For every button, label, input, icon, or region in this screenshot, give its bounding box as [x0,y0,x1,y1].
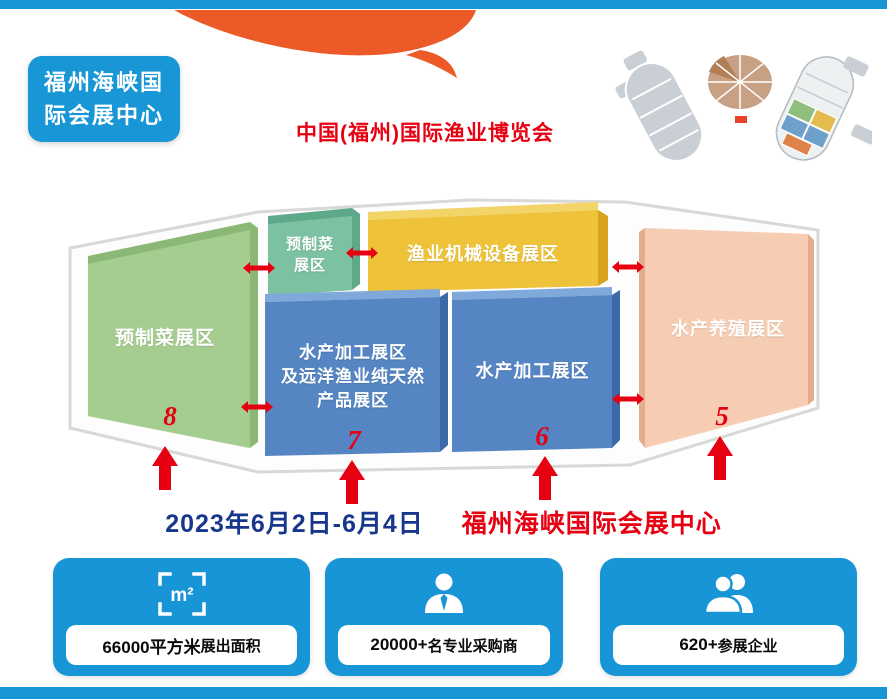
area-icon-glyph: m² [170,585,193,606]
exhibitors-icon [600,558,857,620]
expo-title: 中国(福州)国际渔业博览会 [296,122,554,145]
venue-map-illustration [615,50,872,162]
venue-badge-line2: 际会展中心 [43,103,164,128]
swoosh-body [174,10,476,56]
stat-buyers-value: 20000+ [370,635,428,654]
hall-premade-small-line1: 预制菜 [285,236,334,253]
top-border-bar [0,0,887,9]
event-dates: 2023年6月2日-6月4日 [165,510,424,538]
stat-card-exhibitors: 620+ 参展企业 [600,558,857,676]
hall-processing-label: 水产加工展区 [475,361,590,381]
event-venue: 福州海峡国际会展中心 [461,510,722,538]
minimap-right-hall [775,56,855,161]
stat-exhibitors-value: 620+ [679,635,718,654]
venue-badge: 福州海峡国 际会展中心 [28,56,180,142]
entrance-arrow [152,446,178,490]
entrance-arrow [532,456,558,500]
hall-processing-main-line2: 及远洋渔业纯天然 [281,366,425,386]
orange-swoosh-decoration [174,10,476,78]
minimap-right-wing [843,56,869,77]
gate-number-5: 5 [715,401,729,431]
hall-aquaculture-label: 水产养殖展区 [671,319,785,339]
hall-premade-small-line2: 展区 [293,257,326,274]
minimap-left-wing [615,78,639,99]
schedule-line: 2023年6月2日-6月4日 福州海峡国际会展中心 [0,504,887,540]
minimap-center-pavilion [706,53,774,111]
stat-card-buyers: 20000+ 名专业采购商 [325,558,563,676]
gate-number-8: 8 [163,401,177,431]
stat-buyers-pill: 20000+ 名专业采购商 [338,625,550,665]
stat-area-value: 66000平方米 [102,637,201,657]
minimap-left-hall [624,62,704,162]
hall-processing-main-label: 水产加工展区 及远洋渔业纯天然 产品展区 [268,341,438,412]
connection-arrow [612,261,644,273]
stat-card-area: m² 66000平方米 展出面积 [53,558,310,676]
buyers-icon [325,558,563,620]
minimap-right-wing [851,124,872,145]
hall-premade-label: 预制菜展区 [114,328,215,349]
connection-arrow [612,393,644,405]
hall-processing-main-line1: 水产加工展区 [299,343,407,362]
minimap-center-marker [735,116,747,123]
minimap-left-wing [623,50,647,71]
venue-badge-line1: 福州海峡国 [43,70,164,95]
entrance-arrow [707,436,733,480]
stat-area-label: 展出面积 [200,637,261,655]
stat-buyers-label: 名专业采购商 [427,637,518,655]
gate-number-6: 6 [535,421,549,451]
bottom-border-bar [0,687,887,699]
gate-number-7: 7 [347,425,361,455]
swoosh-tail [406,50,457,78]
stat-exhibitors-label: 参展企业 [717,637,778,655]
stat-area-pill: 66000平方米 展出面积 [66,625,297,665]
hall-processing-main-line3: 产品展区 [317,390,389,410]
hall-premade-small-label: 预制菜 展区 [266,234,354,276]
area-icon: m² [53,558,310,620]
hall-machinery-label: 渔业机械设备展区 [407,244,559,264]
entrance-arrow [339,460,365,504]
stat-exhibitors-pill: 620+ 参展企业 [613,625,844,665]
